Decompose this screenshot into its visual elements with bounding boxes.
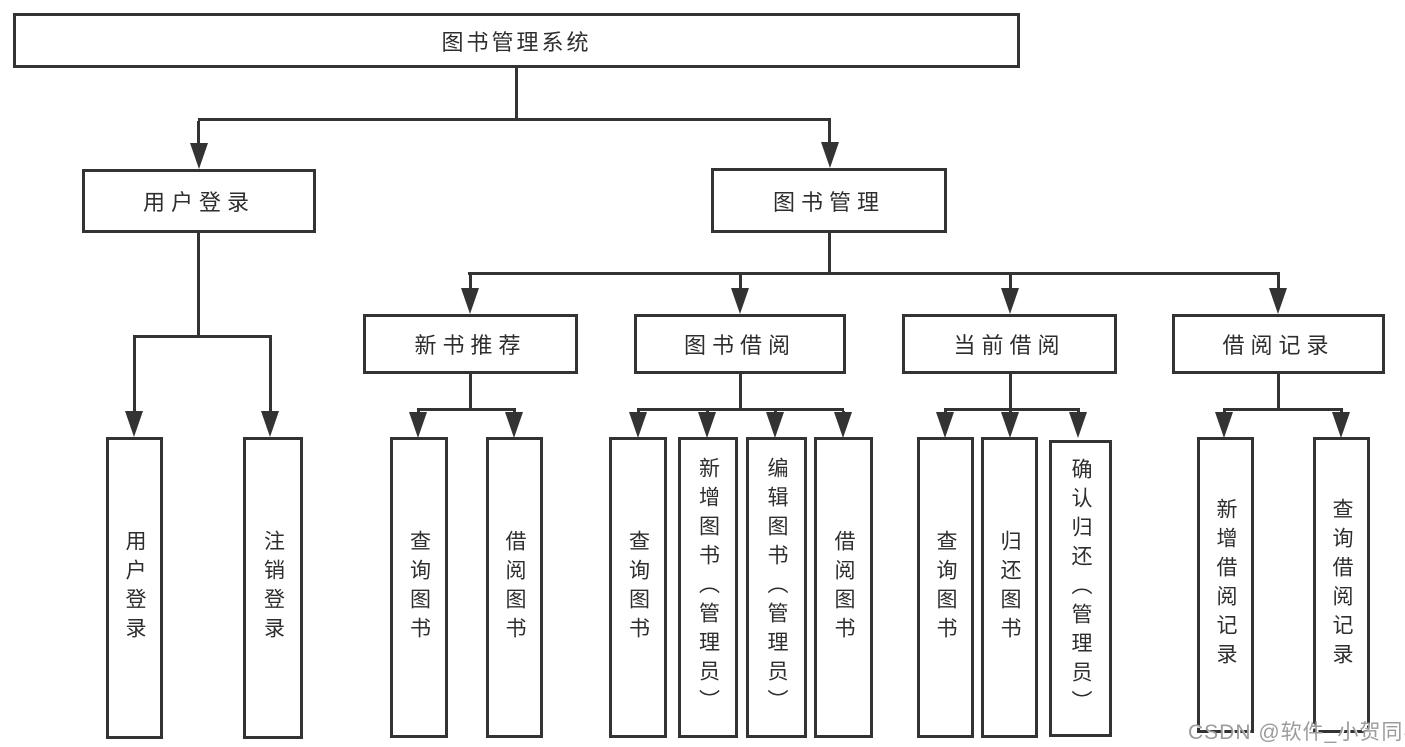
arrowhead-current — [1001, 288, 1019, 314]
arrowhead-logout — [261, 411, 279, 437]
connector-login-trunk — [197, 233, 200, 337]
connector-current-rail — [944, 408, 1080, 411]
node-add-borrow-record: 新增借阅记录 — [1197, 437, 1254, 733]
node-borrow-records: 借阅记录 — [1172, 314, 1385, 374]
connector-stub-rec — [469, 275, 472, 289]
connector-level1-rail — [198, 118, 831, 121]
connector-level3-rail — [468, 272, 1280, 275]
connector-rec-rail — [417, 408, 516, 411]
node-return-books: 归还图书 — [981, 437, 1038, 738]
arrowhead-borrow-query — [629, 412, 647, 438]
node-user-login-group: 用户登录 — [82, 169, 316, 233]
node-borrow-books: 借阅图书 — [814, 437, 873, 738]
node-edit-books-admin: 编辑图书（管理员） — [746, 437, 807, 738]
connector-root-trunk — [515, 68, 518, 118]
connector-stub-login — [197, 121, 200, 143]
connector-borrow-rail — [637, 408, 844, 411]
connector-mgmt-trunk — [828, 233, 831, 274]
node-book-borrowing: 图书借阅 — [634, 314, 846, 374]
node-user-login: 用户登录 — [106, 437, 163, 739]
arrowhead-login — [190, 143, 208, 169]
connector-record-trunk — [1277, 374, 1280, 410]
arrowhead-record — [1269, 288, 1287, 314]
node-current-borrowing: 当前借阅 — [902, 314, 1117, 374]
arrowhead-borrow-edit — [766, 412, 784, 438]
arrowhead-rec-borrow — [505, 412, 523, 438]
arrowhead-record-add — [1215, 412, 1233, 438]
node-new-book-recommend: 新书推荐 — [363, 314, 578, 374]
node-rec-query-books: 查询图书 — [390, 437, 448, 738]
connector-borrow-trunk — [739, 374, 742, 410]
arrowhead-current-return — [1001, 412, 1019, 438]
node-current-query-books: 查询图书 — [917, 437, 974, 738]
connector-rec-trunk — [469, 374, 472, 410]
csdn-watermark: CSDN @软件_小贺同学 — [1188, 721, 1405, 744]
connector-current-trunk — [1009, 374, 1012, 410]
node-rec-borrow-books: 借阅图书 — [486, 437, 543, 738]
node-borrow-query-books: 查询图书 — [609, 437, 667, 738]
node-logout: 注销登录 — [243, 437, 303, 739]
arrowhead-mgmt — [821, 142, 839, 168]
connector-stub-record — [1277, 275, 1280, 289]
arrowhead-rec — [461, 288, 479, 314]
connector-stub-current — [1009, 275, 1012, 289]
connector-stub-mgmt — [828, 121, 831, 143]
connector-stub-user-login — [133, 338, 136, 412]
connector-login-rail — [133, 335, 272, 338]
arrowhead-borrow-borrow — [834, 412, 852, 438]
node-query-borrow-record: 查询借阅记录 — [1313, 437, 1370, 733]
connector-stub-logout — [269, 338, 272, 412]
arrowhead-current-query — [936, 412, 954, 438]
connector-record-rail — [1223, 408, 1343, 411]
arrowhead-user-login — [125, 411, 143, 437]
node-book-management: 图书管理 — [711, 168, 947, 233]
node-root: 图书管理系统 — [13, 13, 1020, 68]
arrowhead-current-confirm — [1069, 412, 1087, 438]
connector-stub-borrow — [739, 275, 742, 289]
arrowhead-borrow — [731, 288, 749, 314]
arrowhead-borrow-add — [698, 412, 716, 438]
arrowhead-rec-query — [409, 412, 427, 438]
arrowhead-record-query — [1332, 412, 1350, 438]
node-confirm-return-admin: 确认归还（管理员） — [1049, 440, 1112, 737]
node-add-books-admin: 新增图书（管理员） — [678, 437, 738, 738]
